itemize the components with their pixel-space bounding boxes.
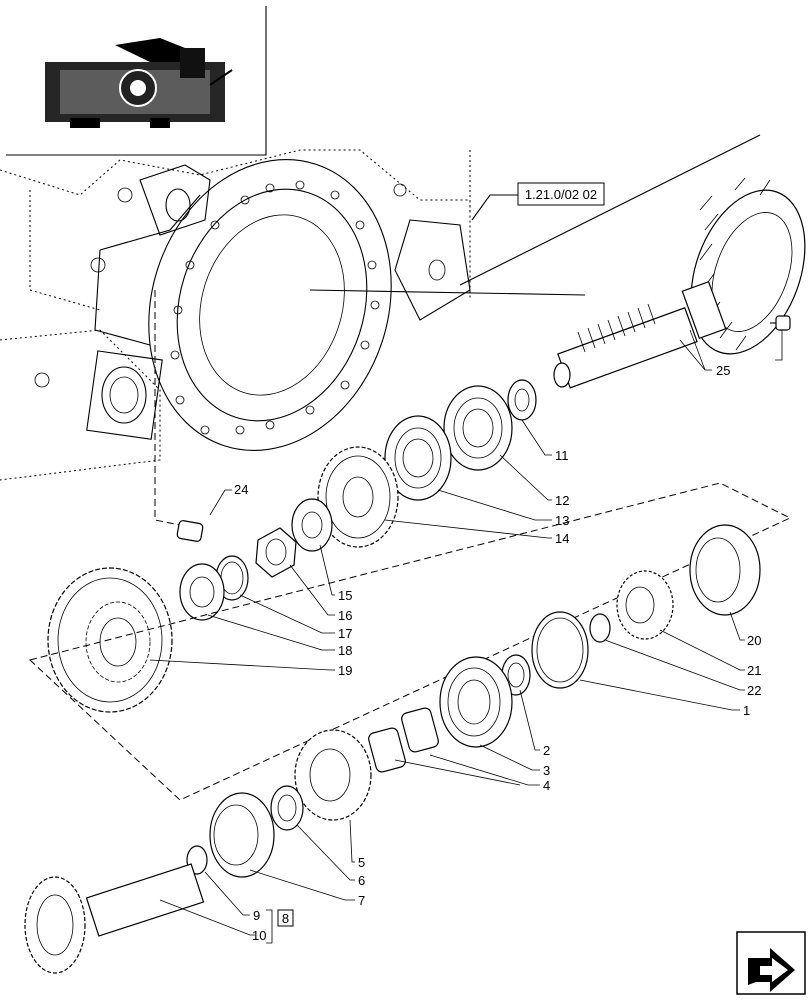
callout-24: 25 <box>716 363 730 378</box>
callout-16: 16 <box>338 608 352 623</box>
callout-6: 6 <box>358 873 365 888</box>
leader-lines <box>149 329 783 936</box>
callout-21: 21 <box>747 663 761 678</box>
callout-13: 13 <box>555 513 569 528</box>
hidden-line <box>154 290 181 526</box>
housing-bolt-holes <box>170 180 380 435</box>
gear-14 <box>317 446 399 548</box>
circlip-22 <box>589 613 611 643</box>
callout-18: 18 <box>338 643 352 658</box>
gear-21 <box>616 570 674 640</box>
gear-5 <box>294 729 372 821</box>
callout-1: 1 <box>743 703 750 718</box>
pin-23 <box>176 520 204 542</box>
callout-14: 14 <box>555 531 569 546</box>
shaft-10 <box>24 863 205 974</box>
coupler-20 <box>689 524 761 616</box>
washer-11 <box>507 379 537 421</box>
axle-housing <box>0 149 471 481</box>
callout-3: 3 <box>543 763 550 778</box>
callout-9: 9 <box>253 908 260 923</box>
bearing-3 <box>439 656 513 748</box>
callout-10: 10 <box>252 928 266 943</box>
bearing-12 <box>443 385 513 471</box>
gear-19 <box>47 567 173 713</box>
callout-22: 22 <box>747 683 761 698</box>
washer-15 <box>291 498 333 552</box>
next-page-arrow-icon[interactable] <box>736 931 806 995</box>
assembly-thumbnail-icon <box>6 6 267 156</box>
washer-18 <box>179 563 225 621</box>
callout-11: 11 <box>555 448 569 463</box>
callout-17: 17 <box>338 626 352 641</box>
callout-labels: 11 12 13 14 15 16 17 18 19 24 20 21 22 1… <box>234 363 761 943</box>
coupler-7 <box>209 792 275 878</box>
callout-2: 2 <box>543 743 550 758</box>
callout-5: 5 <box>358 855 365 870</box>
bearing-13 <box>384 415 452 501</box>
callout-19: 19 <box>338 663 352 678</box>
callout-12: 12 <box>555 493 569 508</box>
washer-6 <box>270 785 304 831</box>
reference-label: 1.21.0/02 02 <box>525 187 597 202</box>
subassembly-outline <box>28 482 792 801</box>
circlip-1 <box>531 611 589 689</box>
axis-line <box>459 134 761 286</box>
callout-23: 24 <box>234 482 248 497</box>
leader-line-housing <box>309 289 586 296</box>
needle-bearings-4 <box>368 707 439 773</box>
bracket-label: 8 <box>282 911 289 926</box>
bracket-group-8: 8 <box>266 909 294 944</box>
callout-7: 7 <box>358 893 365 908</box>
callout-15: 15 <box>338 588 352 603</box>
reference-link[interactable]: 1.21.0/02 02 <box>471 182 605 221</box>
callout-4: 4 <box>543 778 550 793</box>
bolt-25 <box>770 315 791 331</box>
nut-16 <box>255 527 297 578</box>
crown-wheel-and-pinion <box>553 177 806 389</box>
callout-20: 20 <box>747 633 761 648</box>
